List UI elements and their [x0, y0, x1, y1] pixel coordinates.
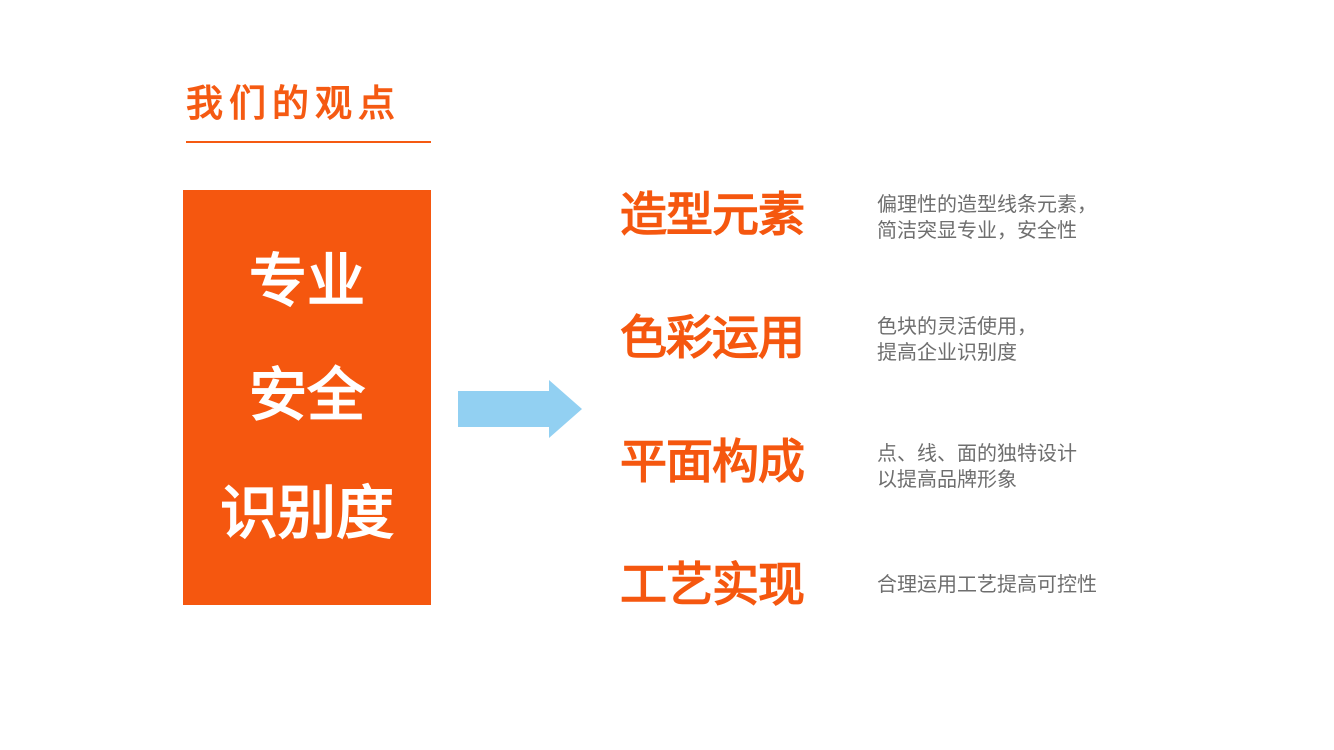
item-desc-color-1: 色块的灵活使用，: [877, 314, 1037, 338]
item-heading-composition: 平面构成: [620, 435, 805, 490]
box-line-safety: 安全: [248, 361, 365, 429]
item-heading-craft: 工艺实现: [620, 558, 805, 613]
box-line-recognition: 识别度: [219, 479, 394, 547]
title-underline: [186, 141, 431, 143]
item-heading-shape: 造型元素: [620, 188, 805, 243]
key-values-box: 专业 安全 识别度: [183, 190, 431, 605]
box-line-professional: 专业: [248, 247, 365, 315]
item-desc-craft-1: 合理运用工艺提高可控性: [877, 572, 1097, 596]
slide-title: 我们的观点: [186, 82, 401, 125]
item-heading-color: 色彩运用: [620, 311, 805, 366]
item-desc-color-2: 提高企业识别度: [877, 340, 1017, 364]
item-desc-shape-1: 偏理性的造型线条元素，: [877, 192, 1097, 216]
right-arrow-icon: [458, 380, 582, 438]
item-desc-shape-2: 简洁突显专业，安全性: [877, 218, 1077, 242]
item-desc-composition-1: 点、线、面的独特设计: [877, 441, 1077, 465]
item-desc-composition-2: 以提高品牌形象: [877, 467, 1017, 491]
